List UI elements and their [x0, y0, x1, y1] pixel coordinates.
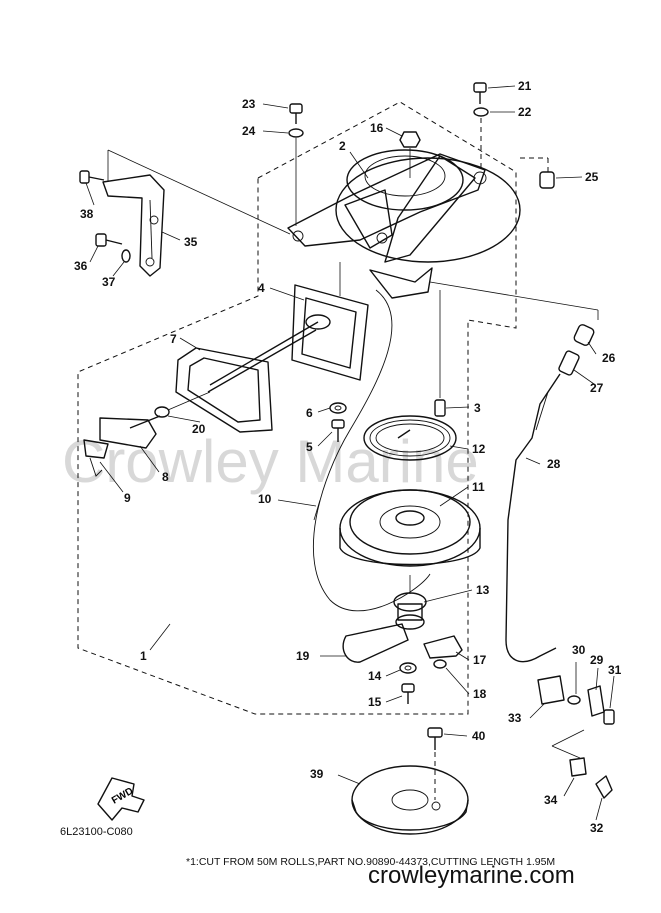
- washer-6: [329, 402, 347, 414]
- grommet-20: [154, 391, 211, 418]
- handle-seal-4: [291, 262, 369, 381]
- spiral-spring-12: [363, 415, 457, 461]
- bolt-21: [473, 82, 489, 172]
- callout-6[interactable]: 6: [306, 406, 313, 420]
- fwd-label: FWD: [110, 786, 135, 807]
- fwd-arrow-icon: FWD: [97, 777, 145, 821]
- sleeve-25: [520, 157, 555, 189]
- callout-26[interactable]: 26: [602, 351, 616, 365]
- bolt-38: [79, 170, 105, 184]
- callout-5[interactable]: 5: [306, 440, 313, 454]
- callout-37[interactable]: 37: [102, 275, 116, 289]
- callout-30[interactable]: 30: [572, 643, 586, 657]
- callout-labels: 1 2 3 4 5 6 7 8 9 10 11 12 13 14 15 16 1…: [74, 79, 622, 835]
- callout-3[interactable]: 3: [474, 401, 481, 415]
- bolt-36: [95, 233, 123, 247]
- nut-16: [399, 131, 421, 178]
- callout-38[interactable]: 38: [80, 207, 94, 221]
- site-name[interactable]: crowleymarine.com: [368, 862, 575, 889]
- callout-21[interactable]: 21: [518, 79, 532, 93]
- callout-18[interactable]: 18: [473, 687, 487, 701]
- starter-housing: [287, 149, 521, 299]
- callout-27[interactable]: 27: [590, 381, 604, 395]
- plate-17: [423, 635, 463, 659]
- callout-15[interactable]: 15: [368, 695, 382, 709]
- clip-34: [569, 757, 587, 777]
- bolt-40: [427, 727, 443, 800]
- lever-29: [587, 685, 605, 717]
- callout-2[interactable]: 2: [339, 139, 346, 153]
- bolt-5: [331, 419, 345, 442]
- callout-12[interactable]: 12: [472, 442, 486, 456]
- callout-32[interactable]: 32: [590, 821, 604, 835]
- washer-37: [121, 249, 131, 263]
- callout-20[interactable]: 20: [192, 422, 206, 436]
- callout-40[interactable]: 40: [472, 729, 486, 743]
- callout-8[interactable]: 8: [162, 470, 169, 484]
- bracket-35: [102, 174, 165, 277]
- washer-14: [399, 662, 417, 674]
- callout-1[interactable]: 1: [140, 649, 147, 663]
- footnote: *1:CUT FROM 50M ROLLS,PART NO.90890-4437…: [186, 856, 555, 868]
- callout-35[interactable]: 35: [184, 235, 198, 249]
- callout-31[interactable]: 31: [608, 663, 622, 677]
- spring-19: [342, 623, 409, 663]
- bolt-31: [603, 709, 615, 725]
- callout-39[interactable]: 39: [310, 767, 324, 781]
- callout-34[interactable]: 34: [544, 793, 558, 807]
- bolt-23: [288, 103, 304, 226]
- callout-23[interactable]: 23: [242, 97, 256, 111]
- bracket-33: [537, 675, 565, 705]
- callout-11[interactable]: 11: [472, 480, 485, 494]
- cable-end-27: [558, 350, 580, 376]
- callout-10[interactable]: 10: [258, 492, 272, 506]
- callout-7[interactable]: 7: [170, 332, 177, 346]
- callout-36[interactable]: 36: [74, 259, 88, 273]
- sheave-drum-11: [339, 489, 481, 567]
- spring-30: [567, 662, 581, 705]
- cable-end-26: [573, 324, 595, 346]
- bolt-15: [401, 683, 415, 704]
- callout-25[interactable]: 25: [585, 170, 599, 184]
- link-32: [595, 775, 613, 799]
- assembly-boundary: [77, 101, 517, 715]
- callout-13[interactable]: 13: [476, 583, 490, 597]
- callout-24[interactable]: 24: [242, 124, 256, 138]
- callout-33[interactable]: 33: [508, 711, 522, 725]
- callout-14[interactable]: 14: [368, 669, 382, 683]
- washer-18: [433, 659, 447, 669]
- watermark: Crowley Marine: [62, 428, 479, 495]
- starter-handle-7: [175, 321, 319, 433]
- clip-9: [83, 439, 109, 477]
- callout-4[interactable]: 4: [258, 281, 265, 295]
- callout-29[interactable]: 29: [590, 653, 604, 667]
- pin-3: [434, 290, 446, 417]
- callout-17[interactable]: 17: [473, 653, 487, 667]
- starter-rope-10: [312, 289, 431, 612]
- callout-19[interactable]: 19: [296, 649, 310, 663]
- callout-16[interactable]: 16: [370, 121, 384, 135]
- diagram-code: 6L23100-C080: [60, 826, 133, 838]
- lever-handle-8: [99, 415, 161, 449]
- callout-22[interactable]: 22: [518, 105, 532, 119]
- leader-lines: [85, 85, 615, 821]
- drive-plate-13: [393, 575, 427, 630]
- control-cable-28: [505, 373, 561, 663]
- cover-plate-39: [351, 765, 469, 835]
- callout-9[interactable]: 9: [124, 491, 131, 505]
- callout-28[interactable]: 28: [547, 457, 561, 471]
